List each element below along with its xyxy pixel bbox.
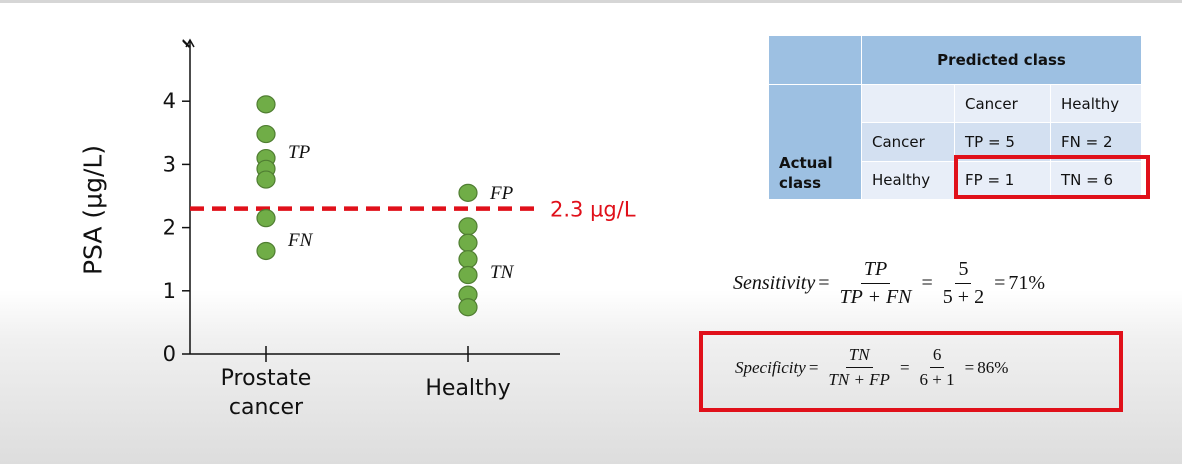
equals-sign: = [808, 357, 819, 377]
table-corner [768, 35, 862, 85]
y-tick-label: 0 [163, 342, 176, 366]
y-tick-label: 4 [163, 89, 176, 113]
data-point [458, 217, 478, 236]
annotation-fp: FP [489, 183, 514, 204]
equals-sign: = [899, 357, 910, 377]
predicted-class-header: Predicted class [861, 35, 1142, 85]
fraction-numerator: 6 [929, 345, 945, 368]
row-header-healthy: Healthy [861, 160, 955, 201]
actual-class-header: Actual class [768, 84, 862, 200]
y-axis-label: PSA (µg/L) [78, 144, 108, 276]
chart-axes: 0 1 2 3 4 [163, 38, 560, 366]
table-blank-cell [861, 83, 955, 124]
fraction-numerator: 5 [955, 258, 972, 284]
y-tick-label: 3 [163, 152, 176, 176]
fraction-numerator: TP [860, 258, 891, 284]
equals-sign: = [818, 272, 830, 294]
sensitivity-result: 71% [1008, 272, 1046, 294]
equals-sign: = [921, 272, 933, 294]
sensitivity-fraction: TP TP + FN [836, 258, 914, 309]
annotation-tp: TP [288, 142, 311, 163]
threshold-label: 2.3 µg/L [550, 198, 636, 222]
sensitivity-formula: Sensitivity = TP TP + FN = 5 5 + 2 = 71% [733, 258, 1045, 309]
fraction-denominator: TP + FN [839, 286, 912, 308]
fraction-denominator: 6 + 1 [919, 370, 955, 389]
fraction-denominator: TN + FP [828, 370, 890, 389]
y-axis-arrowhead [185, 38, 195, 48]
y-tick-label: 2 [163, 216, 176, 240]
y-tick-label: 1 [163, 279, 176, 303]
data-point [256, 95, 276, 114]
fraction-denominator: 5 + 2 [942, 286, 985, 308]
psa-scatter-chart: 0 1 2 3 4 2.3 µg/L TP FN FP TN [163, 38, 636, 366]
fp-tn-highlight-box [954, 155, 1150, 199]
equals-sign: = [994, 272, 1006, 294]
annotations: TP FN FP TN [287, 142, 515, 283]
data-point [458, 183, 478, 202]
data-points [256, 95, 478, 317]
data-point [256, 124, 276, 144]
data-point [256, 209, 276, 228]
specificity-highlight-box [699, 331, 1123, 412]
specificity-fraction: TN TN + FP [825, 345, 893, 390]
cell-tn: TN = 6 [1050, 160, 1142, 201]
specificity-result: 86% [977, 357, 1009, 377]
annotation-tn: TN [490, 262, 515, 283]
data-point [256, 170, 276, 189]
data-point [256, 241, 276, 261]
data-point [458, 250, 478, 269]
annotation-fn: FN [287, 230, 314, 251]
data-point [458, 298, 478, 317]
fraction-numerator: TN [845, 345, 873, 368]
data-point [458, 233, 478, 252]
equals-sign: = [964, 357, 975, 377]
col-header-healthy: Healthy [1050, 83, 1142, 124]
actual-header-line1: Actual [779, 154, 833, 172]
actual-header-line2: class [779, 174, 822, 192]
sensitivity-name: Sensitivity [733, 272, 816, 294]
top-border [0, 0, 1182, 3]
row-header-cancer: Cancer [861, 122, 955, 162]
specificity-formula: Specificity = TN TN + FP = 6 6 + 1 = 86% [735, 345, 1008, 390]
specificity-value-fraction: 6 6 + 1 [917, 345, 958, 390]
sensitivity-value-fraction: 5 5 + 2 [940, 258, 987, 309]
col-header-cancer: Cancer [954, 83, 1051, 124]
threshold-group: 2.3 µg/L [190, 198, 636, 222]
specificity-name: Specificity [735, 357, 806, 377]
x-category-label-healthy: Healthy [425, 376, 511, 401]
data-point [458, 265, 478, 285]
